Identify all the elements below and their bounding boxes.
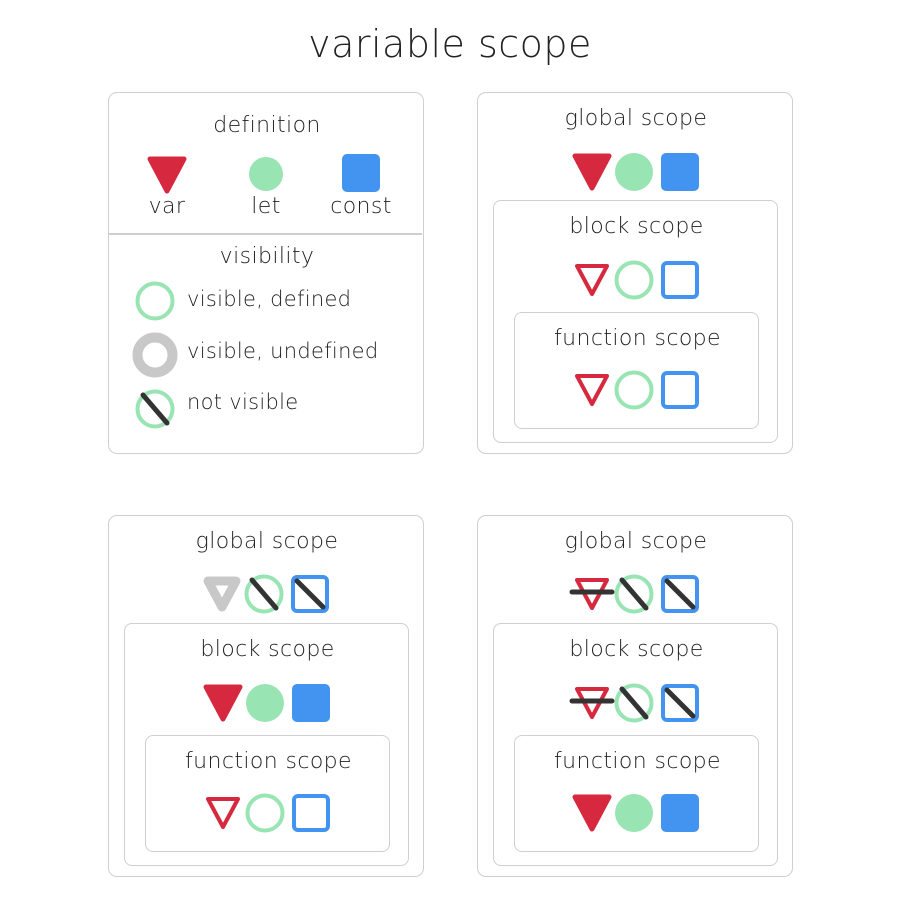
const-not-visible-icon <box>661 684 699 722</box>
function-icons-row <box>572 794 699 832</box>
const-visible-icon <box>661 261 699 299</box>
legend-panel: definition var let const visibility visi… <box>108 92 424 454</box>
let-not-visible-icon <box>614 683 654 723</box>
visible-defined-label: visible, defined <box>187 287 352 311</box>
block-scope-box: block scope function scope <box>124 623 409 866</box>
function-scope-box: function scope <box>514 312 759 429</box>
var-visible-icon <box>575 374 609 406</box>
let-not-visible-icon <box>244 574 284 614</box>
const-defined-icon <box>661 153 699 191</box>
let-circle-icon <box>249 157 283 191</box>
var-not-visible-icon <box>569 578 615 610</box>
let-visible-icon <box>614 260 654 300</box>
var-defined-icon <box>572 153 612 191</box>
block-icons-row <box>203 684 330 722</box>
visible-undefined-label: visible, undefined <box>187 339 379 363</box>
const-defined-icon <box>661 794 699 832</box>
block-scope-label: block scope <box>569 637 704 662</box>
global-scope-label: global scope <box>195 529 339 554</box>
const-square-icon <box>342 154 380 192</box>
visibility-title: visibility <box>219 244 315 269</box>
global-icons-row <box>203 574 329 614</box>
global-icons-row <box>572 153 699 191</box>
block-scope-label: block scope <box>200 637 335 662</box>
var-defined-icon <box>572 794 612 832</box>
var-undefined-icon <box>203 576 241 612</box>
not-visible-label: not visible <box>187 390 299 414</box>
let-not-visible-icon <box>614 574 654 614</box>
var-not-visible-icon <box>569 687 615 719</box>
const-not-visible-icon <box>661 575 699 613</box>
var-triangle-icon <box>147 156 187 194</box>
block-icons-row <box>575 260 699 300</box>
let-defined-icon <box>246 684 284 722</box>
global-scope-label: global scope <box>564 106 708 131</box>
function-scope-box: function scope <box>145 735 390 852</box>
page-title: variable scope <box>308 22 592 66</box>
legend-divider <box>109 233 422 235</box>
block-scope-label: block scope <box>569 214 704 239</box>
let-defined-icon <box>615 153 653 191</box>
const-defined-icon <box>292 684 330 722</box>
visible-defined-icon <box>135 281 175 321</box>
not-visible-icon <box>135 389 175 429</box>
var-visible-icon <box>206 797 240 829</box>
global-scope-panel-3: global scope block scope function scope <box>477 515 793 877</box>
const-visible-icon <box>292 794 330 832</box>
let-label: let <box>251 194 281 219</box>
global-scope-panel-1: global scope block scope function scope <box>477 92 793 454</box>
function-scope-label: function scope <box>554 326 721 351</box>
var-defined-icon <box>203 684 243 722</box>
global-scope-label: global scope <box>564 529 708 554</box>
global-icons-row <box>569 574 699 614</box>
const-not-visible-icon <box>291 575 329 613</box>
let-visible-icon <box>614 370 654 410</box>
definition-title: definition <box>213 113 321 138</box>
block-scope-box: block scope function scope <box>493 200 778 443</box>
const-label: const <box>330 194 392 219</box>
visible-undefined-icon <box>132 332 178 378</box>
const-visible-icon <box>661 371 699 409</box>
function-scope-box: function scope <box>514 735 759 852</box>
global-scope-panel-2: global scope block scope function scope <box>108 515 424 877</box>
var-visible-icon <box>575 264 609 296</box>
function-icons-row <box>575 370 699 410</box>
block-scope-box: block scope function scope <box>493 623 778 866</box>
block-icons-row <box>569 683 699 723</box>
let-visible-icon <box>245 793 285 833</box>
function-scope-label: function scope <box>554 749 721 774</box>
function-icons-row <box>206 793 330 833</box>
var-label: var <box>148 194 186 219</box>
let-defined-icon <box>615 794 653 832</box>
function-scope-label: function scope <box>185 749 352 774</box>
